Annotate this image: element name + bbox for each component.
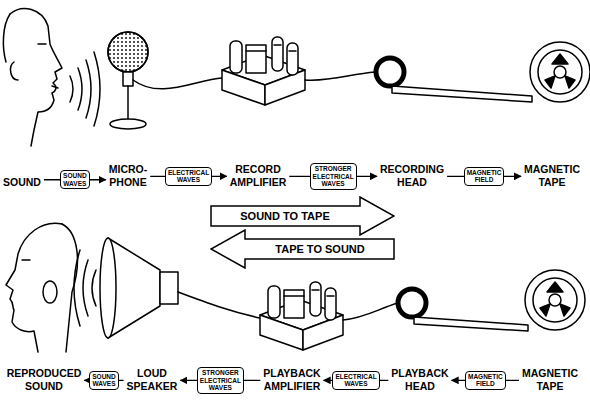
tape-reel (540, 304, 550, 316)
sound-waves (86, 60, 91, 118)
component-label: RECORD AMPLIFIER (230, 163, 287, 190)
component-label: MICRO- PHONE (109, 163, 148, 190)
component-name: PLAYBACK AMPLIFIER (263, 367, 320, 394)
head-cable (343, 303, 398, 320)
tape-reel (545, 76, 555, 88)
microphone (127, 86, 129, 120)
component-name: RECORD AMPLIFIER (230, 163, 287, 190)
direction-arrow: SOUND TO TAPE (210, 196, 395, 236)
tape-reel (530, 42, 590, 102)
signal-label: STRONGER ELECTRICAL WAVES (310, 163, 357, 189)
component-label: LOUD SPEAKER (127, 367, 178, 394)
component-name: REPRODUCED SOUND (7, 367, 82, 394)
tape-reel (552, 54, 568, 64)
loud-speaker (100, 238, 116, 338)
tape-reel (530, 42, 590, 102)
signal-label: MAGNETIC FIELD (464, 167, 505, 186)
tape-reel (525, 270, 585, 330)
tape-reel (560, 304, 570, 316)
component-label: PLAYBACK AMPLIFIER (263, 367, 320, 394)
signal-label: ELECTRICAL WAVES (332, 371, 379, 390)
tape-reel (565, 76, 575, 88)
record-amplifier (222, 37, 305, 105)
direction-text: SOUND TO TAPE (240, 210, 329, 222)
component-name: MICRO- PHONE (109, 163, 148, 190)
component-name: MAGNETIC TAPE (522, 367, 578, 394)
reproduced-sound-waves (83, 260, 88, 316)
microphone (108, 32, 148, 72)
component-label: PLAYBACK HEAD (391, 367, 448, 394)
listening-face (22, 259, 30, 261)
arrow-shape (211, 197, 394, 235)
listening-face (6, 223, 77, 352)
direction-text: TAPE TO SOUND (275, 243, 364, 255)
component-label: REPRODUCED SOUND (7, 367, 82, 394)
speaking-face (52, 86, 58, 88)
sound-waves (78, 68, 82, 110)
speaking-face (38, 43, 46, 45)
tape-strip (414, 317, 528, 331)
microphone (108, 32, 148, 72)
speaker-cable (178, 292, 260, 318)
component-label: SOUND (3, 176, 41, 190)
component-label: MAGNETIC TAPE (524, 163, 580, 190)
component-label: RECORDING HEAD (380, 163, 444, 190)
component-name: LOUD SPEAKER (127, 367, 178, 394)
recording-head (376, 58, 404, 86)
reproduced-sound-waves (74, 250, 80, 326)
signal-label: ELECTRICAL WAVES (165, 167, 212, 186)
sound-waves (70, 76, 73, 102)
speaking-face (3, 9, 62, 146)
tape-reel (554, 66, 566, 78)
signal-label: MAGNETIC FIELD (465, 371, 506, 390)
tape-reel (533, 278, 577, 322)
component-label: MAGNETIC TAPE (522, 367, 578, 394)
playback-head (398, 289, 426, 317)
tape-reel (538, 50, 582, 94)
direction-arrow: TAPE TO SOUND (210, 229, 395, 269)
playback-amplifier (260, 282, 343, 350)
tape-strip (392, 86, 532, 102)
reproduced-sound-waves (74, 250, 96, 326)
listening-face (43, 281, 57, 303)
component-name: SOUND (3, 176, 41, 190)
listening-face (6, 223, 62, 352)
speaking-face (3, 14, 10, 62)
head-cable (305, 72, 375, 80)
listening-face (62, 224, 77, 352)
speaking-face (11, 62, 18, 80)
tape-reel (549, 294, 561, 306)
component-name: PLAYBACK HEAD (391, 367, 448, 394)
arrow-text-box: SOUND TO TAPE (210, 206, 360, 226)
reproduced-sound-waves (92, 270, 96, 306)
loud-speaker (160, 272, 178, 304)
sound-waves (94, 52, 100, 126)
microphone (110, 119, 146, 129)
loud-speaker (100, 238, 178, 338)
tape-reel (547, 282, 563, 292)
microphone (108, 32, 148, 129)
arrow-shape (211, 230, 394, 268)
arrow-text-box: TAPE TO SOUND (245, 239, 395, 259)
tape-reel (525, 270, 585, 330)
sound-waves (70, 52, 100, 126)
signal-label: SOUND WAVES (60, 170, 89, 189)
microphone-cable (133, 78, 222, 89)
signal-label: STRONGER ELECTRICAL WAVES (197, 367, 244, 393)
microphone (123, 72, 133, 86)
component-name: RECORDING HEAD (380, 163, 444, 190)
component-name: MAGNETIC TAPE (524, 163, 580, 190)
signal-label: SOUND WAVES (89, 371, 118, 390)
speaking-face (10, 9, 62, 146)
